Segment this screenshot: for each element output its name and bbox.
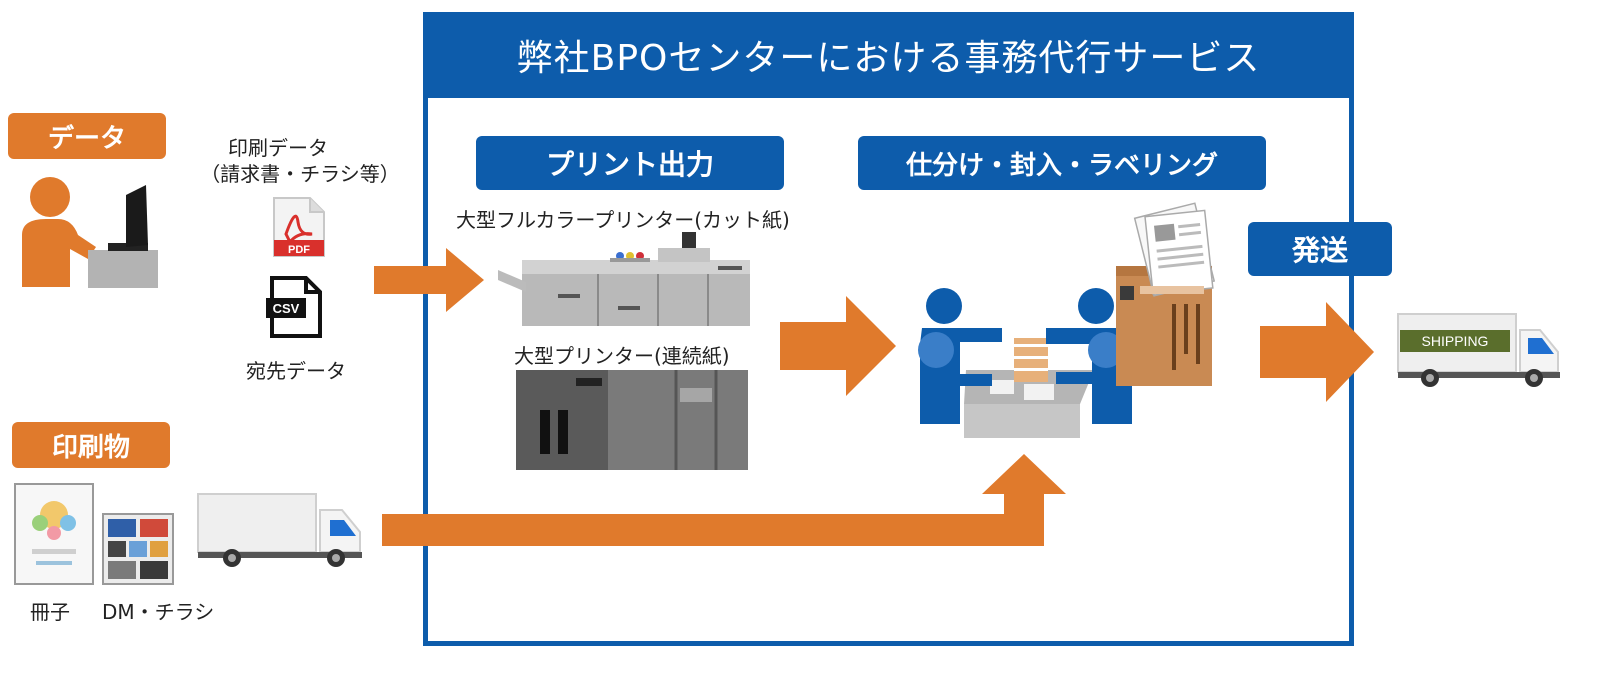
booklet-image	[14, 483, 94, 585]
pdf-text: PDF	[288, 244, 310, 256]
dm-flyer-image	[102, 513, 174, 585]
continuous-printer-label: 大型プリンター(連続紙)	[514, 344, 730, 368]
frame-title: 弊社BPOセンターにおける事務代行サービス	[423, 12, 1354, 98]
color-printer-label: 大型フルカラープリンター(カット紙)	[456, 208, 790, 232]
continuous-printer-image	[516, 370, 748, 470]
csv-file-icon: CSV	[266, 276, 322, 338]
pdf-file-icon: PDF	[273, 197, 325, 257]
data-tag: データ	[8, 113, 166, 159]
arrow-printed-to-sorting	[382, 454, 1066, 546]
booklet-label: 冊子	[30, 600, 70, 624]
sorting-tag: 仕分け・封入・ラベリング	[858, 136, 1266, 190]
color-printer-image	[498, 232, 750, 326]
delivery-truck-icon	[197, 493, 362, 567]
print-data-detail: （請求書・チラシ等）	[200, 162, 400, 186]
printed-matter-tag: 印刷物	[12, 422, 170, 468]
dm-flyer-label: DM・チラシ	[102, 600, 215, 624]
print-data-label: 印刷データ	[228, 136, 328, 160]
shipping-truck-text: SHIPPING	[1422, 333, 1489, 349]
envelope-with-documents-icon	[1116, 202, 1216, 386]
shipping-truck-icon: SHIPPING	[1397, 313, 1560, 387]
arrow-print-to-sorting	[780, 296, 896, 396]
arrow-sorting-to-shipping	[1260, 302, 1374, 402]
workers-sorting-image	[918, 288, 1132, 438]
address-data-label: 宛先データ	[246, 359, 346, 383]
shipping-tag: 発送	[1248, 222, 1392, 276]
arrow-data-to-print	[374, 248, 484, 312]
print-output-tag: プリント出力	[476, 136, 784, 190]
person-at-computer-icon	[22, 177, 158, 288]
csv-text: CSV	[273, 301, 300, 316]
